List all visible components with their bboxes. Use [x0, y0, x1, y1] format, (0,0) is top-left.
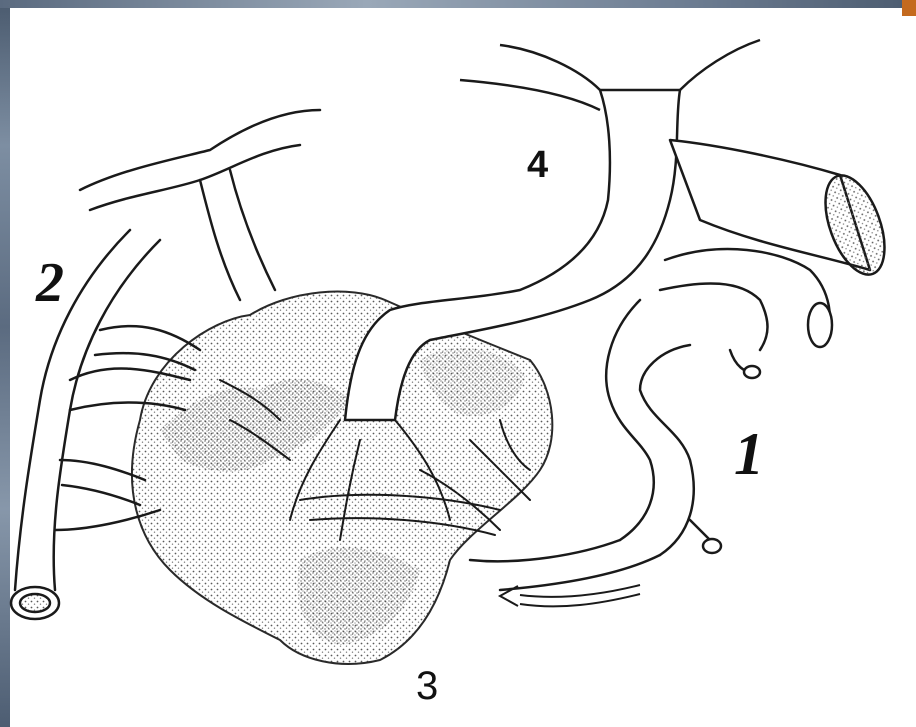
label-vessel-2: 2 [36, 255, 64, 311]
label-tumor-3: 3 [416, 666, 438, 706]
label-vessel-4: 4 [527, 146, 548, 184]
label-vessel-1: 1 [734, 424, 764, 484]
